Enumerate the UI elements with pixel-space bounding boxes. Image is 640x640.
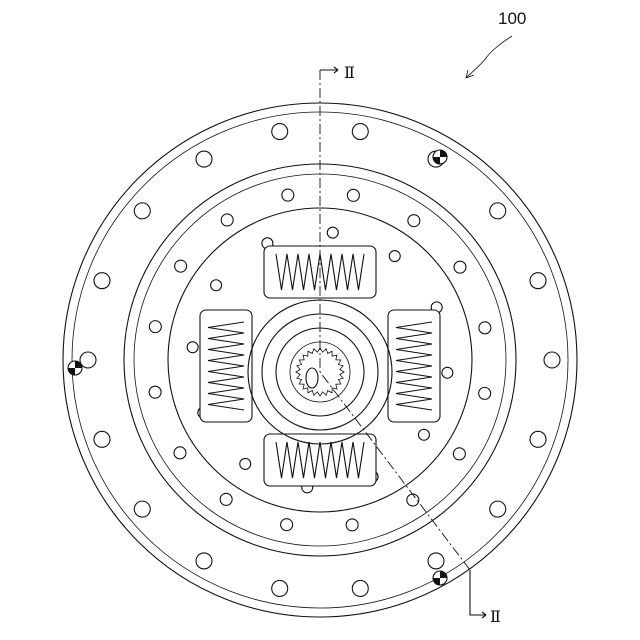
inner-hole bbox=[442, 367, 453, 378]
bolt-hole bbox=[530, 431, 546, 447]
rivet-hole bbox=[281, 519, 293, 531]
rivet-hole bbox=[221, 214, 233, 226]
inner-hole bbox=[418, 429, 429, 440]
bolt-hole bbox=[530, 273, 546, 289]
rivet-hole bbox=[282, 189, 294, 201]
bolt-hole bbox=[80, 352, 96, 368]
section-label-top: Ⅱ bbox=[344, 65, 355, 82]
inner-hole bbox=[240, 458, 251, 469]
bolt-hole bbox=[196, 151, 212, 167]
rivet-hole bbox=[347, 189, 359, 201]
bolt-hole bbox=[428, 553, 444, 569]
bolt-hole bbox=[94, 273, 110, 289]
reference-leader bbox=[466, 36, 512, 78]
bolt-hole bbox=[134, 501, 150, 517]
spring-window bbox=[200, 310, 252, 422]
bolt-hole bbox=[490, 501, 506, 517]
balance-mark-fill bbox=[75, 361, 82, 368]
rivet-hole bbox=[479, 322, 491, 334]
bolt-hole bbox=[134, 203, 150, 219]
rivet-hole bbox=[149, 321, 161, 333]
inner-hole bbox=[389, 251, 400, 262]
inner-hole bbox=[211, 280, 222, 291]
bolt-hole bbox=[490, 203, 506, 219]
bolt-hole bbox=[196, 553, 212, 569]
rivet-hole bbox=[408, 215, 420, 227]
balance-mark-fill bbox=[440, 150, 447, 157]
bolt-hole bbox=[272, 580, 288, 596]
rivet-hole bbox=[149, 386, 161, 398]
spring-window-frame bbox=[200, 310, 252, 422]
inner-hole bbox=[187, 342, 198, 353]
section-label-bottom: Ⅱ bbox=[490, 609, 501, 626]
spring-window-frame bbox=[388, 310, 440, 422]
rivet-hole bbox=[346, 519, 358, 531]
rivet-hole bbox=[453, 448, 465, 460]
spring-window bbox=[264, 434, 376, 486]
spring-window bbox=[388, 310, 440, 422]
inner-hole bbox=[327, 227, 338, 238]
balance-mark-fill bbox=[68, 368, 75, 375]
rivet-hole bbox=[174, 447, 186, 459]
bolt-hole bbox=[272, 124, 288, 140]
spring-window-frame bbox=[264, 434, 376, 486]
bolt-hole bbox=[544, 352, 560, 368]
bolt-hole bbox=[94, 431, 110, 447]
balance-mark-fill bbox=[440, 571, 447, 578]
balance-mark-fill bbox=[433, 157, 440, 164]
reference-number: 100 bbox=[498, 9, 526, 28]
rivet-hole bbox=[220, 493, 232, 505]
rivet-hole bbox=[479, 387, 491, 399]
balance-mark-fill bbox=[433, 578, 440, 585]
bolt-hole bbox=[352, 124, 368, 140]
rivet-hole bbox=[454, 261, 466, 273]
rivet-hole bbox=[407, 494, 419, 506]
bolt-hole bbox=[352, 580, 368, 596]
rivet-hole bbox=[175, 260, 187, 272]
